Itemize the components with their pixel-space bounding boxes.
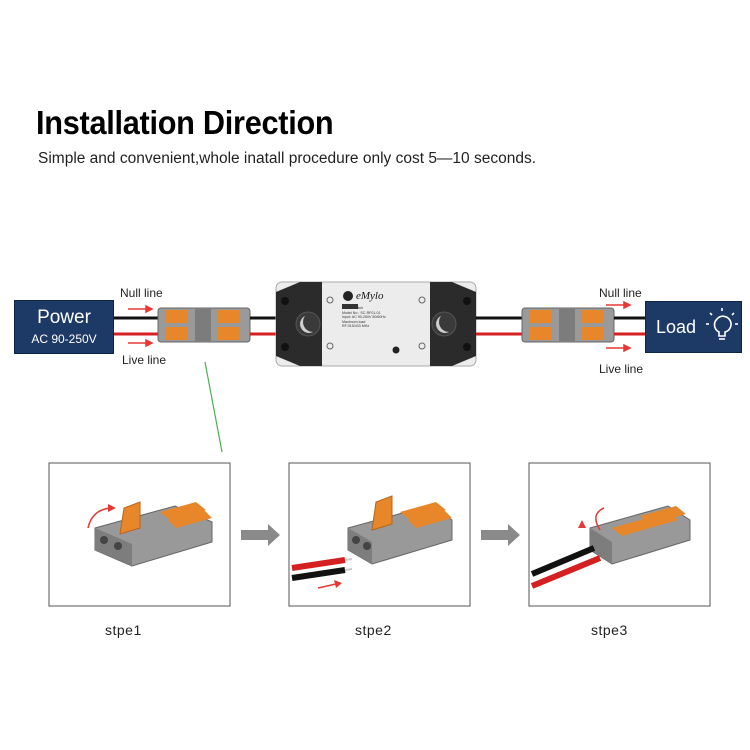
step2-illustration xyxy=(291,495,453,589)
power-label: Power xyxy=(37,307,91,328)
left-input-wires xyxy=(112,316,160,336)
right-null-line-label: Null line xyxy=(599,286,642,300)
device-spec-line: Maximum load xyxy=(342,319,366,324)
left-direction-arrows xyxy=(128,304,154,348)
device-spec-line: Input: AC 90-250V 50/60Hz xyxy=(342,315,386,320)
step1-illustration xyxy=(87,501,213,567)
step-arrow-2 xyxy=(481,524,520,546)
step3-label: stpe3 xyxy=(591,622,628,638)
page-subtitle: Simple and convenient,whole inatall proc… xyxy=(38,150,537,167)
left-null-line-label: Null line xyxy=(120,286,163,300)
device-spec-line: Model No.: SC-RF01-01 xyxy=(342,310,381,315)
right-direction-arrows xyxy=(606,300,632,353)
power-source-box: Power AC 90-250V xyxy=(14,300,114,354)
right-wago-connector xyxy=(521,307,615,343)
left-live-line-label: Live line xyxy=(122,353,167,367)
guide-line xyxy=(204,361,223,453)
load-box: Load xyxy=(645,301,742,353)
smart-switch-device xyxy=(275,281,477,367)
step2-label: stpe2 xyxy=(355,622,392,638)
power-voltage-range: AC 90-250V xyxy=(31,332,97,346)
device-spec-line: Smart Switch xyxy=(342,306,364,310)
left-wago-connector xyxy=(157,307,251,343)
page-title: Installation Direction xyxy=(36,104,334,141)
right-live-line-label: Live line xyxy=(599,362,644,376)
load-label: Load xyxy=(656,317,697,337)
step-arrow-1 xyxy=(241,524,280,546)
device-spec-text: Smart Switch Model No.: SC-RF01-01 Input… xyxy=(342,306,412,329)
step1-label: stpe1 xyxy=(105,622,142,638)
device-brand: eMylo xyxy=(356,290,384,302)
step3-illustration xyxy=(530,505,691,589)
lightbulb-icon xyxy=(706,308,738,340)
device-spec-line: RF:315/433 MHz xyxy=(342,324,370,329)
